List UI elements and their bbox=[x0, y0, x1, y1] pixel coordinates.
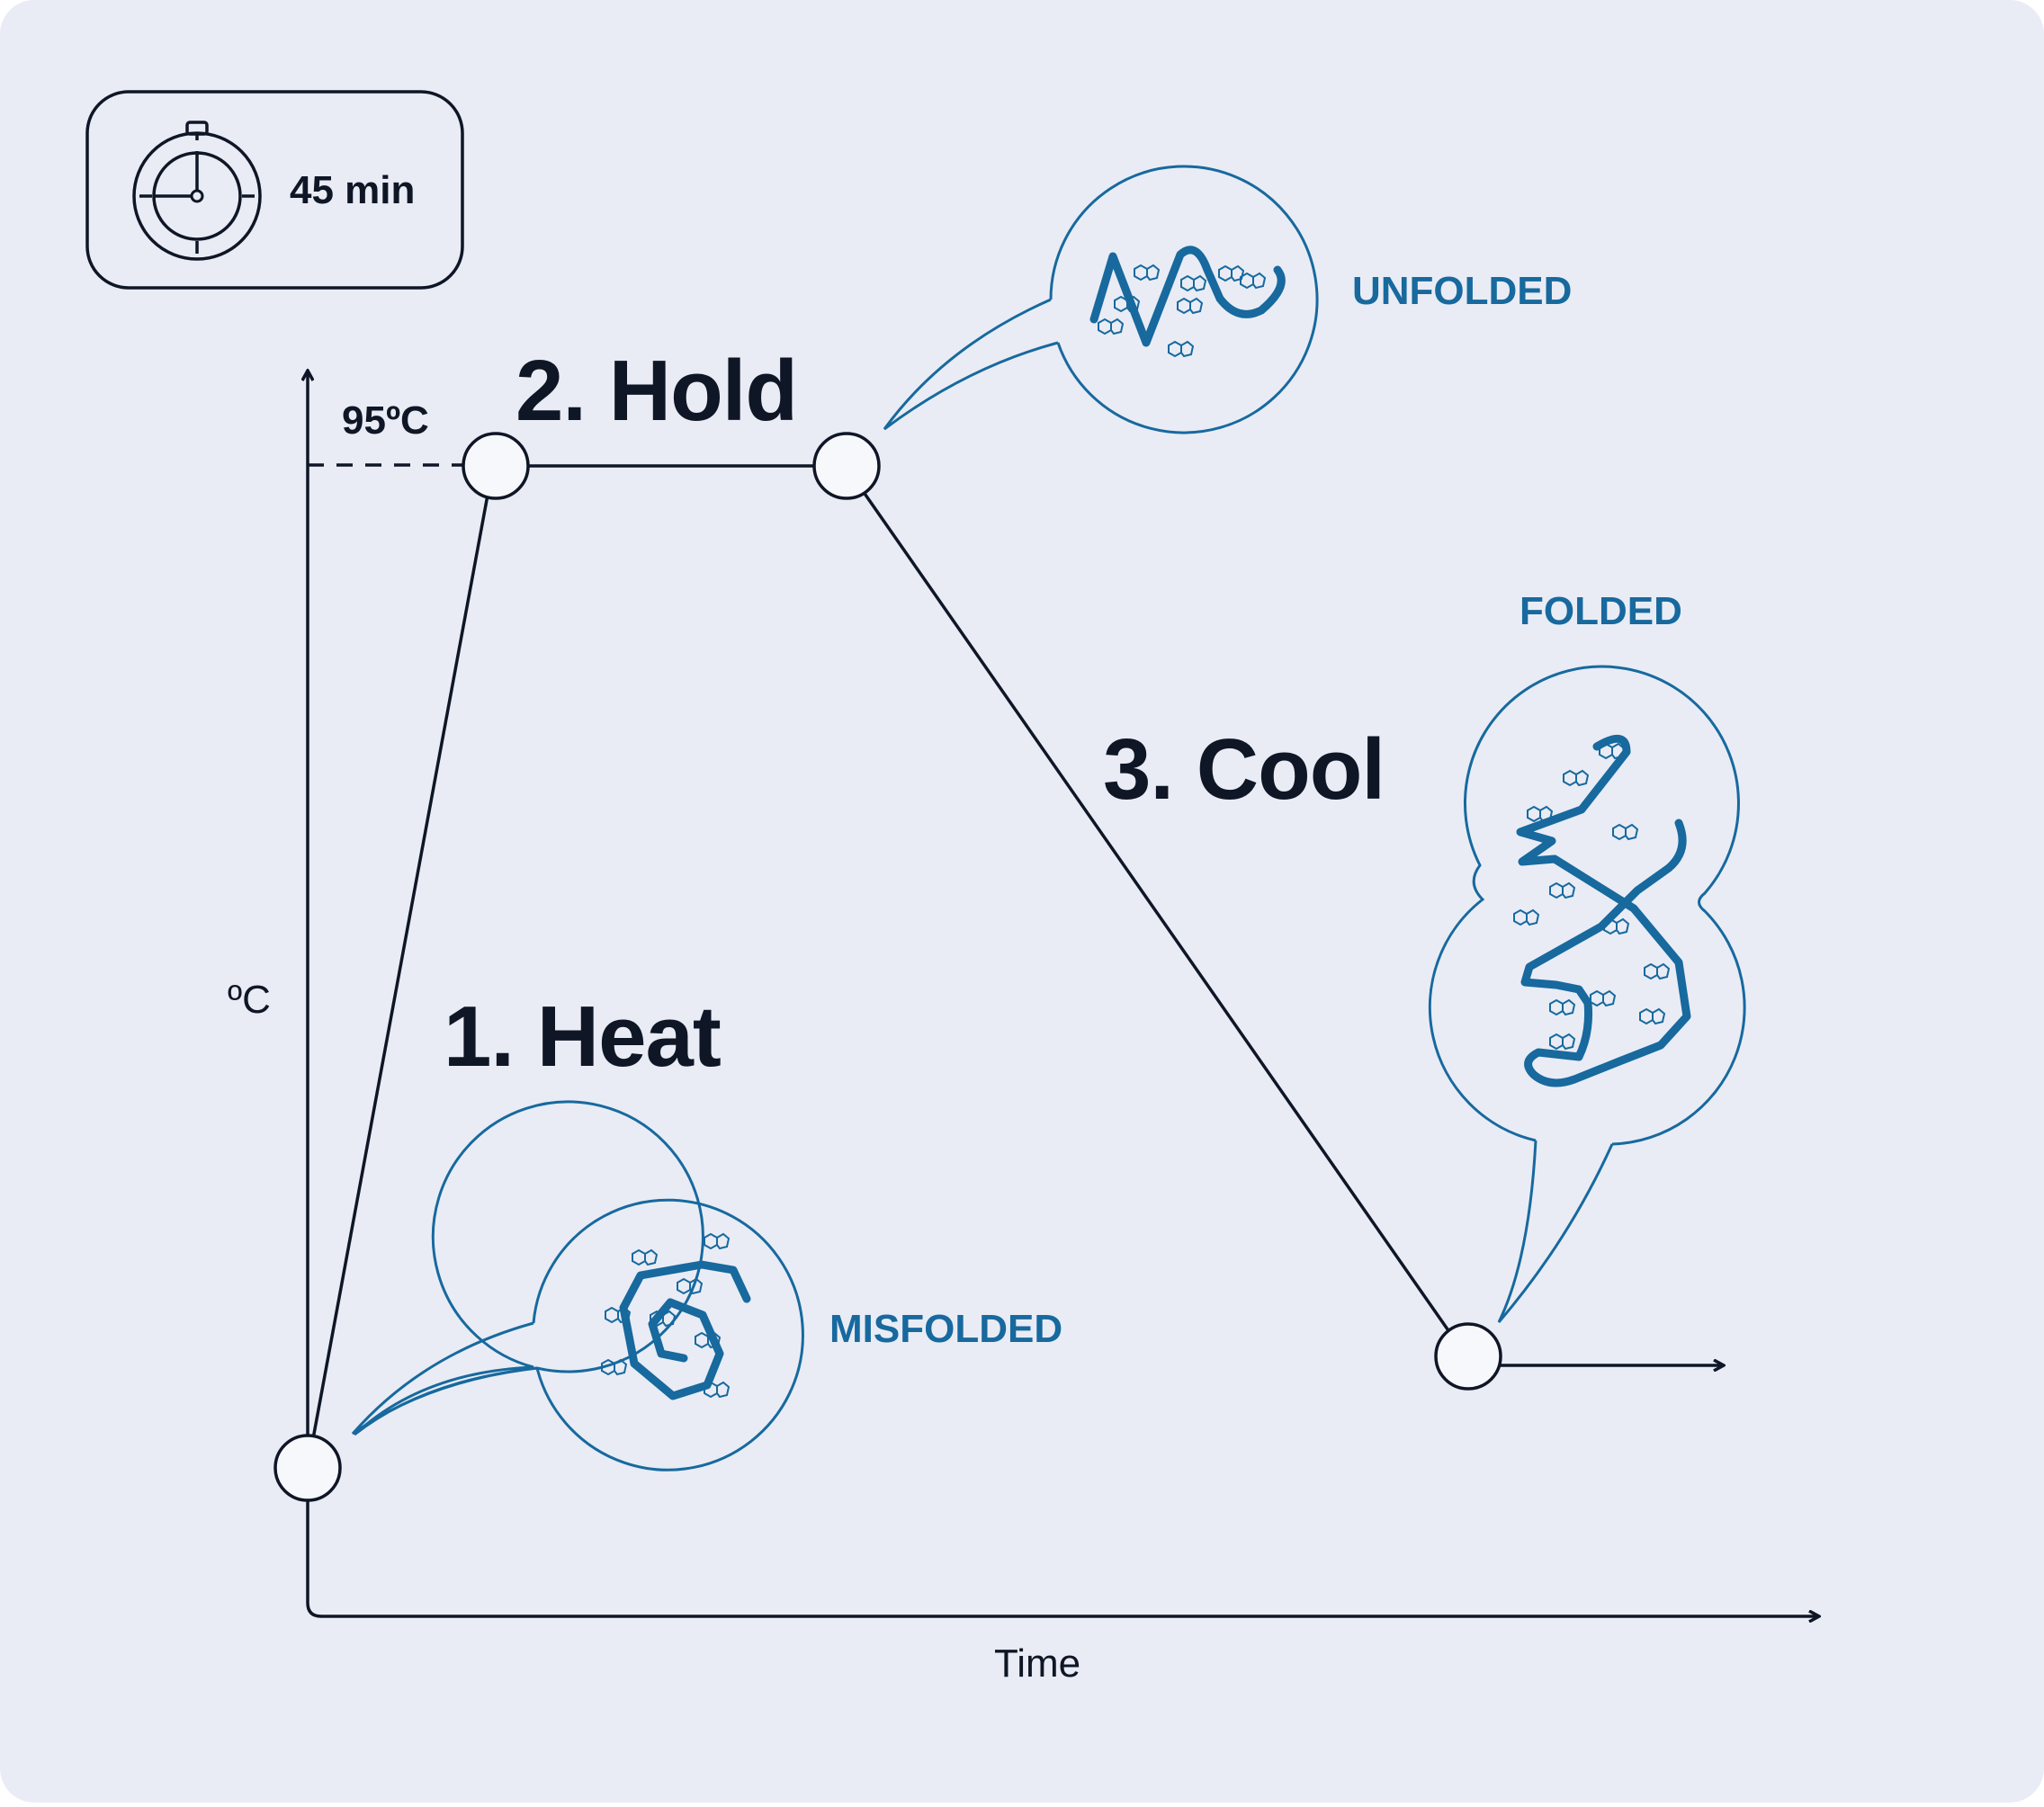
folded-strand-icon bbox=[1513, 734, 1691, 1087]
x-axis-label: Time bbox=[994, 1642, 1080, 1686]
hold-end-node bbox=[812, 432, 881, 500]
misfolded-label: MISFOLDED bbox=[829, 1307, 1062, 1351]
timer-badge: 45 min bbox=[85, 90, 464, 290]
stopwatch-icon bbox=[132, 121, 262, 261]
unfolded-label: UNFOLDED bbox=[1352, 269, 1572, 313]
step-heat-label: 1. Heat bbox=[444, 988, 721, 1085]
temperature-marker-label: 95ºC bbox=[342, 398, 429, 443]
start-node bbox=[273, 1434, 342, 1502]
folded-callout bbox=[1428, 665, 1746, 1323]
unfolded-strand-icon bbox=[1089, 246, 1286, 357]
folded-label: FOLDED bbox=[1520, 589, 1682, 633]
hold-start-node bbox=[462, 432, 530, 500]
x-axis bbox=[306, 1597, 1819, 1616]
timer-label: 45 min bbox=[290, 168, 415, 212]
heat-segment bbox=[306, 465, 495, 1469]
step-cool-label: 3. Cool bbox=[1103, 721, 1385, 818]
misfolded-callout bbox=[351, 1198, 804, 1472]
misfolded-strand-icon bbox=[601, 1233, 751, 1400]
end-node bbox=[1434, 1322, 1502, 1391]
unfolded-callout bbox=[883, 165, 1319, 434]
cool-segment bbox=[845, 466, 1468, 1358]
axes: ºC Time 95ºC bbox=[228, 371, 1819, 1686]
temperature-profile bbox=[273, 432, 1724, 1502]
y-axis-label: ºC bbox=[228, 978, 271, 1022]
step-hold-label: 2. Hold bbox=[515, 343, 797, 439]
